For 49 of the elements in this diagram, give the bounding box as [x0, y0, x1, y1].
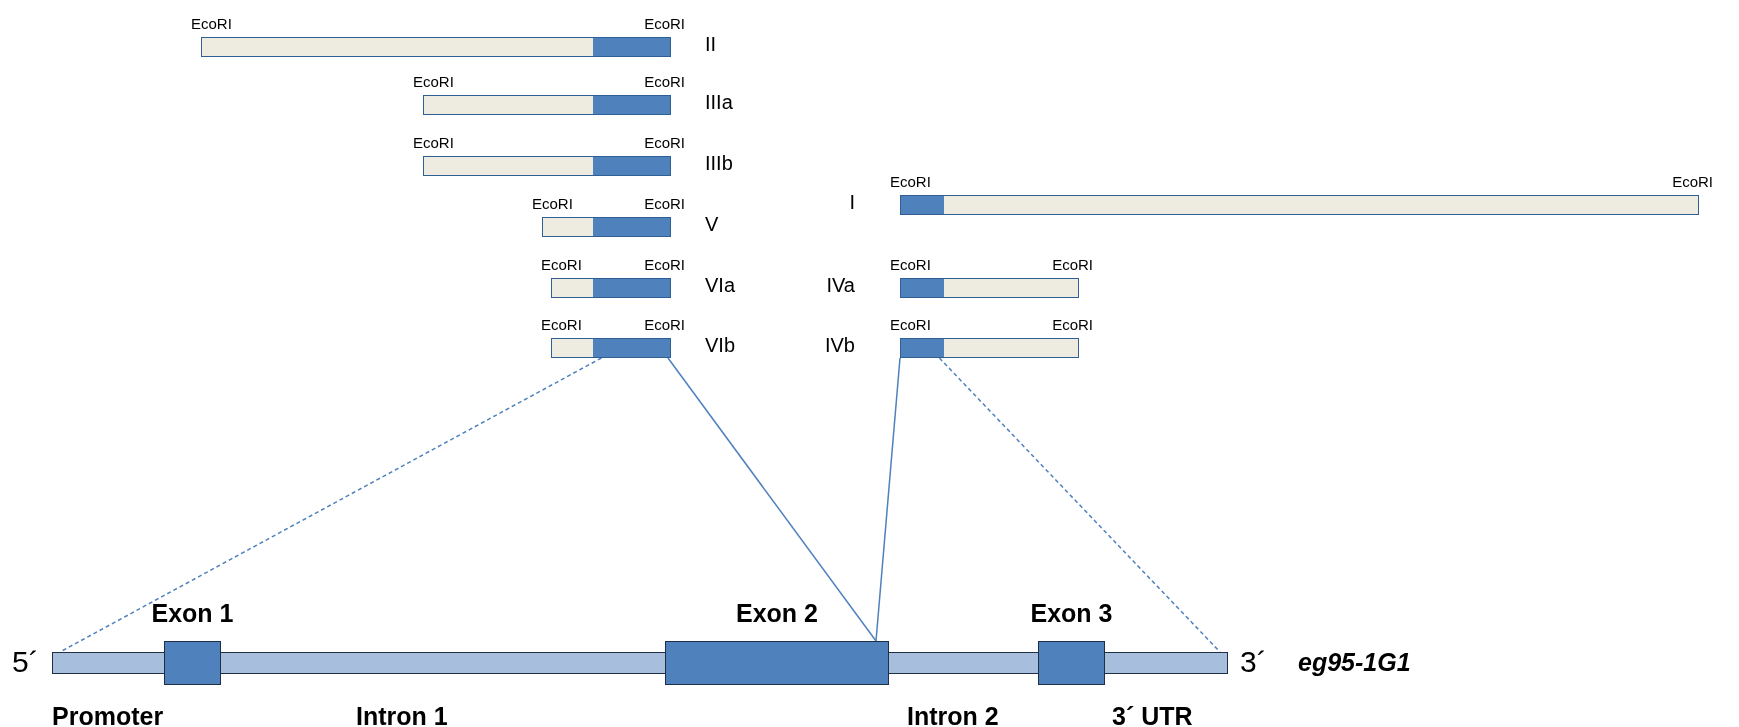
- fragment-label: V: [705, 213, 719, 236]
- region-label: Intron 1: [356, 702, 448, 727]
- fragment-label: VIa: [705, 274, 736, 297]
- dna-fragment-bar: [201, 37, 671, 57]
- restriction-site-label: EcoRI: [644, 195, 685, 212]
- restriction-site-label: EcoRI: [1052, 316, 1093, 333]
- restriction-site-label: EcoRI: [644, 134, 685, 151]
- exon-label: Exon 1: [151, 598, 234, 628]
- leader-line: [667, 357, 877, 642]
- fragment-label: IVb: [824, 334, 855, 357]
- three-prime-label: 3´: [1240, 645, 1267, 679]
- dna-fragment-bar: [542, 217, 671, 237]
- leader-line: [875, 357, 901, 642]
- dna-fragment-bar: [551, 338, 671, 358]
- dashed-leader-line: [938, 357, 1221, 653]
- fragment-label: IIIb: [705, 152, 733, 175]
- fragment-label: VIb: [705, 334, 736, 357]
- fragment-label: II: [705, 33, 717, 56]
- restriction-site-label: EcoRI: [413, 73, 454, 90]
- restriction-site-label: EcoRI: [532, 195, 573, 212]
- restriction-site-label: EcoRI: [413, 134, 454, 151]
- fragment-label: IVa: [826, 274, 855, 297]
- restriction-site-label: EcoRI: [1052, 256, 1093, 273]
- five-prime-label: 5´: [12, 645, 39, 679]
- restriction-site-label: EcoRI: [644, 15, 685, 32]
- restriction-site-label: EcoRI: [644, 73, 685, 90]
- exon-label: Exon 3: [1030, 598, 1113, 628]
- region-label: 3´ UTR: [1112, 702, 1193, 727]
- restriction-site-label: EcoRI: [644, 256, 685, 273]
- dna-fragment-bar: [551, 278, 671, 298]
- restriction-site-label: EcoRI: [890, 316, 931, 333]
- exon-label: Exon 2: [736, 598, 818, 628]
- dna-fragment-bar: [423, 95, 671, 115]
- restriction-site-label: EcoRI: [890, 173, 931, 190]
- restriction-site-label: EcoRI: [541, 316, 582, 333]
- restriction-site-label: EcoRI: [644, 316, 685, 333]
- dna-fragment-bar: [900, 278, 1079, 298]
- gene-name: eg95-1G1: [1298, 648, 1411, 677]
- region-label: Promoter: [52, 702, 164, 727]
- dna-fragment-bar: [900, 338, 1079, 358]
- restriction-site-label: EcoRI: [1672, 173, 1713, 190]
- restriction-site-label: EcoRI: [890, 256, 931, 273]
- restriction-site-label: EcoRI: [541, 256, 582, 273]
- restriction-site-label: EcoRI: [191, 15, 232, 32]
- region-label: Intron 2: [907, 702, 999, 727]
- fragment-label: I: [849, 191, 855, 214]
- dna-fragment-bar: [423, 156, 671, 176]
- dna-fragment-bar: [900, 195, 1699, 215]
- fragment-label: IIIa: [705, 91, 733, 114]
